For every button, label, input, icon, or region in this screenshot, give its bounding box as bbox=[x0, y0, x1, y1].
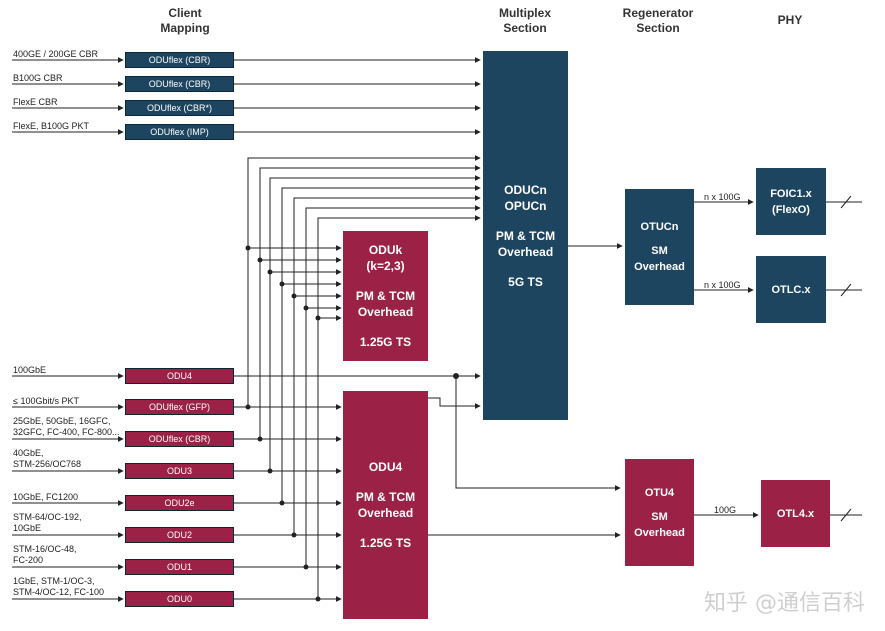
otlc-block: OTLC.x bbox=[756, 256, 826, 323]
client-box-odu1: ODU1 bbox=[125, 559, 234, 575]
oducn-overhead: Overhead bbox=[497, 244, 554, 259]
client-box-oduflex-imp: ODUflex (IMP) bbox=[125, 124, 234, 140]
client-box-odu0: ODU0 bbox=[125, 591, 234, 607]
header-client-mapping: Client Mapping bbox=[160, 6, 210, 35]
input-label: 1GbE, STM-1/OC-3, STM-4/OC-12, FC-100 bbox=[13, 576, 105, 597]
otl4-block: OTL4.x bbox=[761, 480, 830, 547]
input-label: FlexE CBR bbox=[13, 97, 58, 107]
header-phy: PHY bbox=[777, 13, 803, 27]
link-label-100g: 100G bbox=[714, 505, 737, 515]
link-label-n100g: n x 100G bbox=[704, 192, 741, 202]
odu4-title: ODU4 bbox=[368, 460, 403, 474]
input-label: B100G CBR bbox=[13, 73, 63, 83]
link-label-n100g: n x 100G bbox=[704, 280, 741, 290]
otucn-overhead: Overhead bbox=[634, 261, 685, 273]
client-box-odu2: ODU2 bbox=[125, 527, 234, 543]
oducn-block: ODUCn OPUCn PM & TCM Overhead 5G TS bbox=[483, 51, 568, 420]
oduk-k: (k=2,3) bbox=[366, 259, 405, 273]
input-label: ≤ 100Gbit/s PKT bbox=[13, 396, 79, 406]
odu4-block: ODU4 PM & TCM Overhead 1.25G TS bbox=[343, 391, 428, 619]
input-label: FlexE, B100G PKT bbox=[13, 121, 90, 131]
oducn-pm-tcm: PM & TCM bbox=[495, 228, 556, 243]
input-label: 100GbE bbox=[13, 365, 47, 375]
oduk-pm-tcm: PM & TCM bbox=[355, 289, 416, 303]
client-box-oduflex-cbr-star: ODUflex (CBR*) bbox=[125, 100, 234, 116]
client-box-odu3: ODU3 bbox=[125, 463, 234, 479]
opucn-title: OPUCn bbox=[504, 198, 547, 213]
otucn-block: OTUCn SM Overhead bbox=[625, 189, 694, 305]
input-label: STM-16/OC-48, FC-200 bbox=[13, 544, 77, 565]
otu4-sm: SM bbox=[651, 510, 668, 523]
watermark: 知乎 @通信百科 bbox=[704, 591, 865, 616]
odu4-pm-tcm: PM & TCM bbox=[355, 490, 416, 504]
client-box-odu4: ODU4 bbox=[125, 368, 234, 384]
odu4-overhead: Overhead bbox=[357, 506, 414, 520]
client-box-oduflex-cbr-low: ODUflex (CBR) bbox=[125, 431, 234, 447]
input-label: STM-64/OC-192, 10GbE bbox=[13, 512, 82, 533]
otu4-title: OTU4 bbox=[644, 486, 675, 499]
otucn-sm: SM bbox=[651, 245, 668, 257]
oducn-title: ODUCn bbox=[504, 182, 547, 197]
otu4-block: OTU4 SM Overhead bbox=[625, 459, 694, 566]
input-label: 400GE / 200GE CBR bbox=[13, 49, 99, 59]
oducn-ts: 5G TS bbox=[508, 274, 543, 289]
oduk-ts: 1.25G TS bbox=[359, 335, 412, 349]
input-label: 10GbE, FC1200 bbox=[13, 492, 79, 502]
client-box-oduflex-cbr: ODUflex (CBR) bbox=[125, 52, 234, 68]
header-regenerator-section: Regenerator Section bbox=[622, 6, 694, 35]
oduk-overhead: Overhead bbox=[357, 305, 414, 319]
input-label: 25GbE, 50GbE, 16GFC, 32GFC, FC-400, FC-8… bbox=[13, 416, 120, 437]
client-box-oduflex-cbr: ODUflex (CBR) bbox=[125, 76, 234, 92]
otucn-title: OTUCn bbox=[640, 221, 679, 233]
foic-block: FOIC1.x (FlexO) bbox=[756, 168, 826, 235]
client-box-oduflex-gfp: ODUflex (GFP) bbox=[125, 399, 234, 415]
oduk-block: ODUk (k=2,3) PM & TCM Overhead 1.25G TS bbox=[343, 231, 428, 361]
odu4-ts: 1.25G TS bbox=[359, 536, 412, 550]
otu4-overhead: Overhead bbox=[634, 526, 685, 539]
input-label: 40GbE, STM-256/OC768 bbox=[13, 448, 82, 469]
oduk-title: ODUk bbox=[368, 243, 403, 257]
client-box-odu2e: ODU2e bbox=[125, 495, 234, 511]
header-multiplex-section: Multiplex Section bbox=[498, 6, 551, 35]
